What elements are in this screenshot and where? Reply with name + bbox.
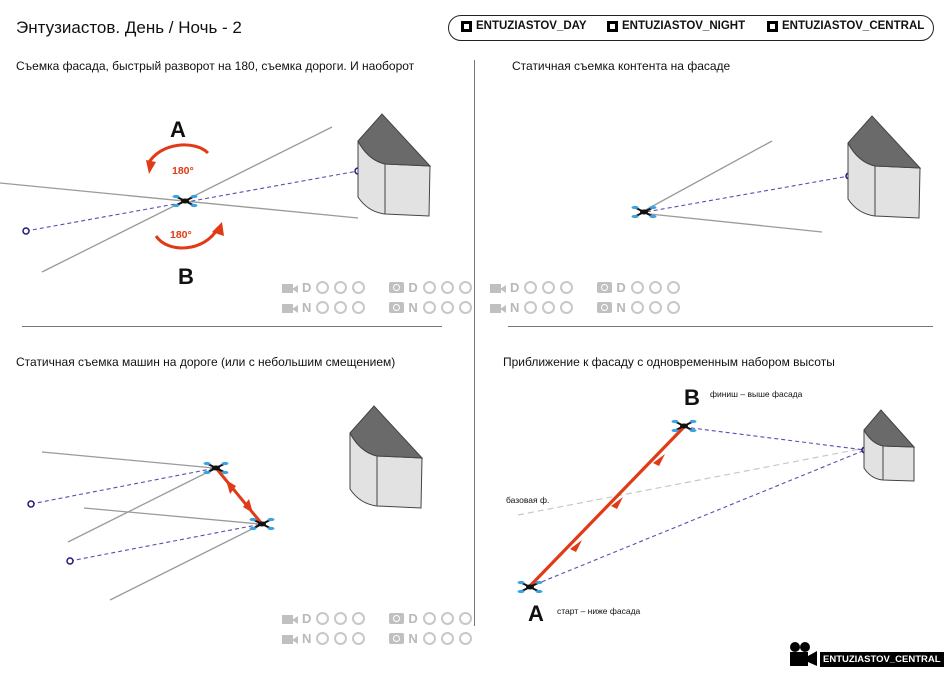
q1-target-left — [22, 227, 30, 235]
q4-start-note: старт – ниже фасада — [557, 606, 641, 616]
q4-facade-top — [863, 409, 916, 448]
q4-ray-start — [528, 449, 866, 588]
video-camera-icon — [790, 642, 817, 666]
q3-legend: D D N N — [282, 608, 496, 648]
q4-title: Приближение к фасаду с одновременным наб… — [503, 355, 835, 369]
q1-rotation-bottom-label: 180° — [170, 229, 192, 241]
video-camera-icon — [282, 281, 298, 293]
video-camera-icon — [490, 281, 506, 293]
tag-central[interactable]: ENTUZIASTOV_CENTRAL — [767, 20, 924, 32]
q4-finish-note: финиш – выше фасада — [710, 389, 803, 399]
video-camera-icon — [282, 301, 298, 313]
vertical-divider — [474, 60, 475, 626]
q3-target-2 — [66, 557, 74, 565]
video-camera-icon — [490, 301, 506, 313]
q3-route — [214, 467, 264, 525]
q3-road-line-1 — [41, 451, 215, 469]
q3-view-line-2 — [109, 523, 263, 601]
q1-label-b: B — [178, 264, 194, 289]
q2-legend: D D N N — [490, 277, 704, 317]
location-marker-icon — [767, 20, 778, 32]
q1-diagram — [0, 113, 432, 273]
footer-brand: ENTUZIASTOV_CENTRAL — [788, 641, 944, 667]
horizontal-divider-left — [22, 326, 442, 327]
q1-rotation-bottom — [154, 227, 220, 250]
q2-drone — [630, 204, 658, 220]
q1-legend: D D N N — [282, 277, 496, 317]
q1-road-line — [0, 182, 359, 219]
q2-view-line-bottom — [639, 212, 823, 233]
footer-label: ENTUZIASTOV_CENTRAL — [820, 652, 944, 667]
q3-diagram — [27, 405, 424, 601]
q3-camera-ray-2 — [69, 523, 263, 562]
q4-route — [527, 425, 686, 589]
q4-base-line — [517, 447, 866, 516]
q1-title: Съемка фасада, быстрый разворот на 180, … — [16, 59, 415, 73]
photo-camera-icon — [597, 281, 613, 293]
q3-title: Статичная съемка машин на дороге (или с … — [16, 355, 396, 369]
q3-camera-ray-1 — [30, 467, 217, 505]
q2-diagram — [630, 115, 922, 233]
q2-title: Статичная съемка контента на фасаде — [512, 59, 731, 73]
photo-camera-icon — [389, 612, 405, 624]
q3-road-line-2 — [83, 507, 261, 525]
q1-camera-ray — [25, 170, 359, 232]
q3-facade-top — [349, 405, 424, 459]
q4-diagram — [516, 409, 916, 595]
photo-camera-icon — [389, 281, 405, 293]
location-marker-icon — [461, 20, 472, 32]
q4-base-note: базовая ф. — [506, 495, 549, 505]
photo-camera-icon — [597, 301, 613, 313]
q1-label-a: A — [170, 117, 186, 142]
photo-camera-icon — [389, 632, 405, 644]
page-title: Энтузиастов. День / Ночь - 2 — [16, 18, 242, 37]
q4-label-b: B — [684, 385, 700, 410]
location-marker-icon — [607, 20, 618, 32]
q2-facade-top — [847, 115, 922, 169]
q1-rotation-top-label: 180° — [172, 165, 194, 177]
tag-night[interactable]: ENTUZIASTOV_NIGHT — [607, 20, 745, 32]
q3-target-1 — [27, 500, 35, 508]
q4-label-a: A — [528, 601, 544, 626]
photo-camera-icon — [389, 301, 405, 313]
q4-drone-start — [516, 579, 544, 595]
location-tag-bar: ENTUZIASTOV_DAY ENTUZIASTOV_NIGHT ENTUZI… — [448, 15, 934, 41]
q2-camera-ray — [639, 175, 850, 214]
q4-ray-finish — [683, 426, 866, 451]
video-camera-icon — [282, 612, 298, 624]
q2-view-line-top — [639, 140, 773, 214]
horizontal-divider-right — [508, 326, 933, 327]
q1-facade-top — [357, 113, 432, 167]
video-camera-icon — [282, 632, 298, 644]
q4-drone-finish — [670, 418, 698, 434]
q1-rotation-top — [146, 143, 210, 165]
q3-view-line-1 — [67, 467, 217, 543]
tag-day[interactable]: ENTUZIASTOV_DAY — [461, 20, 587, 32]
